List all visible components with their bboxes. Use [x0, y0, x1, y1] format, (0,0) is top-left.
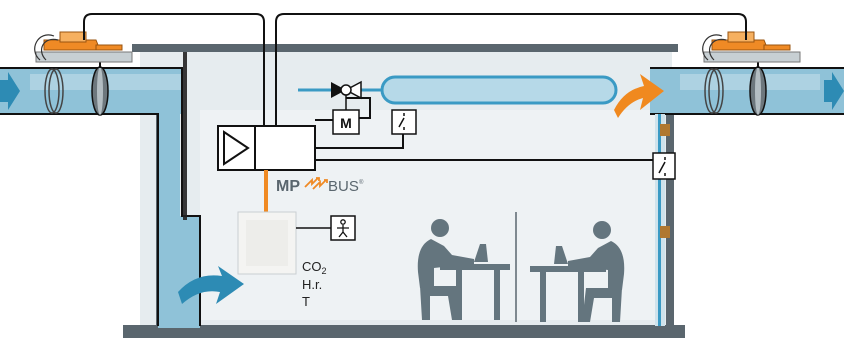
exhaust-duct [650, 67, 844, 326]
sensor-temperature-label: T [302, 294, 310, 309]
window-frame-icons [660, 124, 670, 238]
supply-duct [0, 52, 201, 328]
exhaust-damper [704, 54, 767, 116]
mp-bus-logo-prefix: MP [276, 178, 300, 195]
valve-motor-icon [332, 109, 360, 135]
supply-damper [44, 54, 109, 116]
outlet-arrow-icon [824, 72, 844, 110]
exhaust-airflow-arrow-icon [614, 74, 664, 118]
chilled-ceiling-panel [298, 75, 618, 105]
motor-label: M [340, 115, 352, 131]
office-worker-left-icon [417, 219, 510, 320]
office-worker-right-icon [530, 221, 625, 322]
room-sensor-icon [237, 211, 297, 275]
vav-controller-icon [217, 125, 316, 171]
supply-airflow-arrow-icon [178, 266, 244, 304]
window-contact-switch-icon [652, 152, 676, 180]
mp-bus-logo-registered: ® [359, 179, 364, 186]
mp-bus-logo-suffix: BUS [328, 178, 359, 195]
inlet-arrow-icon [0, 72, 20, 110]
control-wiring [83, 13, 747, 161]
sensor-co2-label: CO2 [302, 259, 327, 276]
valve-icon [331, 80, 362, 110]
sensor-humidity-label: H.r. [302, 277, 322, 292]
mp-bus-logo: MP BUS ® [276, 177, 364, 195]
supply-damper-actuator-icon [34, 31, 133, 63]
exhaust-damper-actuator-icon [702, 31, 801, 63]
sensor-co2-text: CO [302, 259, 322, 274]
sensor-co2-subscript: 2 [322, 266, 327, 276]
thermostat-switch-icon [391, 109, 417, 135]
presence-detector-icon [330, 215, 356, 241]
